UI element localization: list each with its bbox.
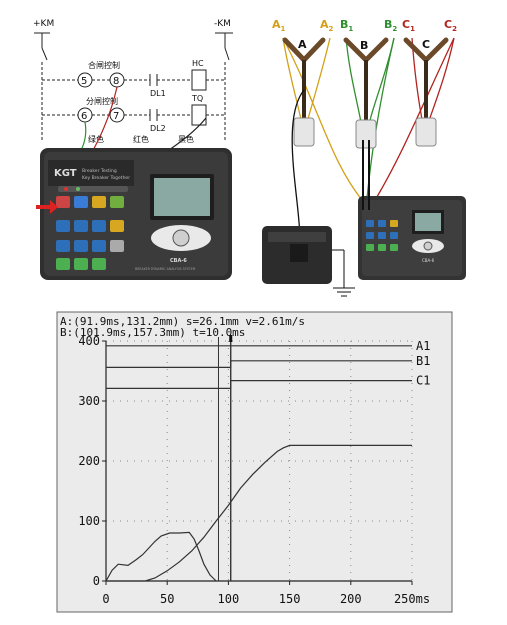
- hc-label: HC: [192, 59, 204, 68]
- device-line2: Key Breaker Together: [82, 175, 130, 181]
- small-device-model: CBA-6: [422, 258, 435, 263]
- breaker-illustration: A B C A1 A2 B1 B2 C1 C2: [262, 18, 466, 297]
- svg-text:B1: B1: [340, 18, 353, 33]
- y-tick-label: 400: [78, 334, 100, 348]
- b1-sub: 1: [348, 25, 353, 33]
- svg-text:C1: C1: [402, 18, 415, 33]
- c1-sub: 1: [410, 25, 415, 33]
- terminal-8: 8: [113, 76, 119, 87]
- plot-series: [105, 335, 412, 582]
- cursor-b-readout: B:(101.9ms,157.3mm) t=10.0ms: [60, 326, 245, 339]
- series-label-c1: C1: [416, 374, 430, 388]
- terminal-6: 6: [81, 111, 87, 122]
- b2-label: B: [384, 18, 392, 31]
- device-nav-pad[interactable]: [151, 225, 211, 251]
- close-control-label: 合闸控制: [88, 60, 120, 70]
- pole-c-label: C: [422, 38, 430, 51]
- pole-b-label: B: [360, 39, 368, 52]
- terminal-5: 5: [81, 76, 87, 87]
- pole-a-label: A: [298, 38, 307, 51]
- green-wire-label: 绿色: [88, 134, 104, 144]
- a2-sub: 2: [329, 25, 334, 33]
- cursor-a-readout: A:(91.9ms,131.2mm) s=26.1mm v=2.61m/s: [60, 315, 305, 328]
- travel-curve-3: [105, 531, 217, 582]
- svg-text:A2: A2: [320, 18, 334, 33]
- svg-text:C2: C2: [444, 18, 457, 33]
- c1-label: C: [402, 18, 410, 31]
- series-label-b1: B1: [416, 354, 430, 368]
- b1-label: B: [340, 18, 348, 31]
- tq-label: TQ: [191, 94, 203, 103]
- y-tick-label: 200: [78, 454, 100, 468]
- y-tick-label: 0: [93, 574, 100, 588]
- arrow-icon: [36, 200, 58, 214]
- terminal-7: 7: [113, 111, 119, 122]
- x-tick-label: 50: [160, 592, 174, 606]
- ground-icon: [332, 249, 355, 297]
- device-subtitle: BREAKER DYNAMIC ANALYSIS SYSTEM: [135, 267, 196, 271]
- travel-curve-4: [106, 444, 412, 582]
- minus-km-label: -KM: [214, 19, 231, 29]
- series-c1: [106, 380, 412, 389]
- svg-text:B2: B2: [384, 18, 397, 33]
- plus-km-label: +KM: [33, 19, 54, 29]
- dl1-label: DL1: [150, 89, 166, 98]
- a1-label: A: [272, 18, 281, 31]
- x-tick-label: 0: [102, 592, 109, 606]
- svg-text:A1: A1: [272, 18, 286, 33]
- series-b1: [106, 360, 412, 368]
- device-line1: Breaker Testing: [82, 168, 117, 174]
- red-wire-label: 红色: [133, 134, 149, 144]
- y-tick-label: 100: [78, 514, 100, 528]
- a2-label: A: [320, 18, 329, 31]
- dl2-label: DL2: [150, 124, 166, 133]
- c2-sub: 2: [452, 25, 457, 33]
- a1-sub: 1: [281, 25, 286, 33]
- tester-device: KGT Breaker Testing Key Breaker Together…: [36, 148, 232, 280]
- c2-label: C: [444, 18, 452, 31]
- wiring-labels: +KM -KM 合闸控制 分闸控制 5 8 6 7 DL1 DL2 HC TQ …: [33, 19, 231, 144]
- device-screen: [154, 178, 210, 216]
- plot-frame: [56, 311, 453, 613]
- black-wire-label: 黑色: [178, 134, 194, 144]
- wiring-schematic: [34, 32, 233, 140]
- device-brand: KGT: [54, 168, 77, 179]
- x-tick-label: 200: [340, 592, 362, 606]
- b2-sub: 2: [392, 25, 397, 33]
- x-tick-label: 250ms: [394, 592, 430, 606]
- x-tick-label: 100: [218, 592, 240, 606]
- cursor-b-marker: [229, 335, 233, 342]
- travel-curve-plot: A:(91.9ms,131.2mm) s=26.1mm v=2.61m/s B:…: [56, 311, 453, 613]
- y-tick-label: 300: [78, 394, 100, 408]
- device-key-grid[interactable]: [56, 196, 124, 270]
- x-tick-label: 150: [279, 592, 301, 606]
- open-control-label: 分闸控制: [86, 96, 118, 106]
- series-label-a1: A1: [416, 339, 430, 353]
- plot-ticks: 0 50 100 150 200 250ms 0 100 200 300 400: [78, 334, 430, 606]
- device-model: CBA-6: [170, 258, 187, 264]
